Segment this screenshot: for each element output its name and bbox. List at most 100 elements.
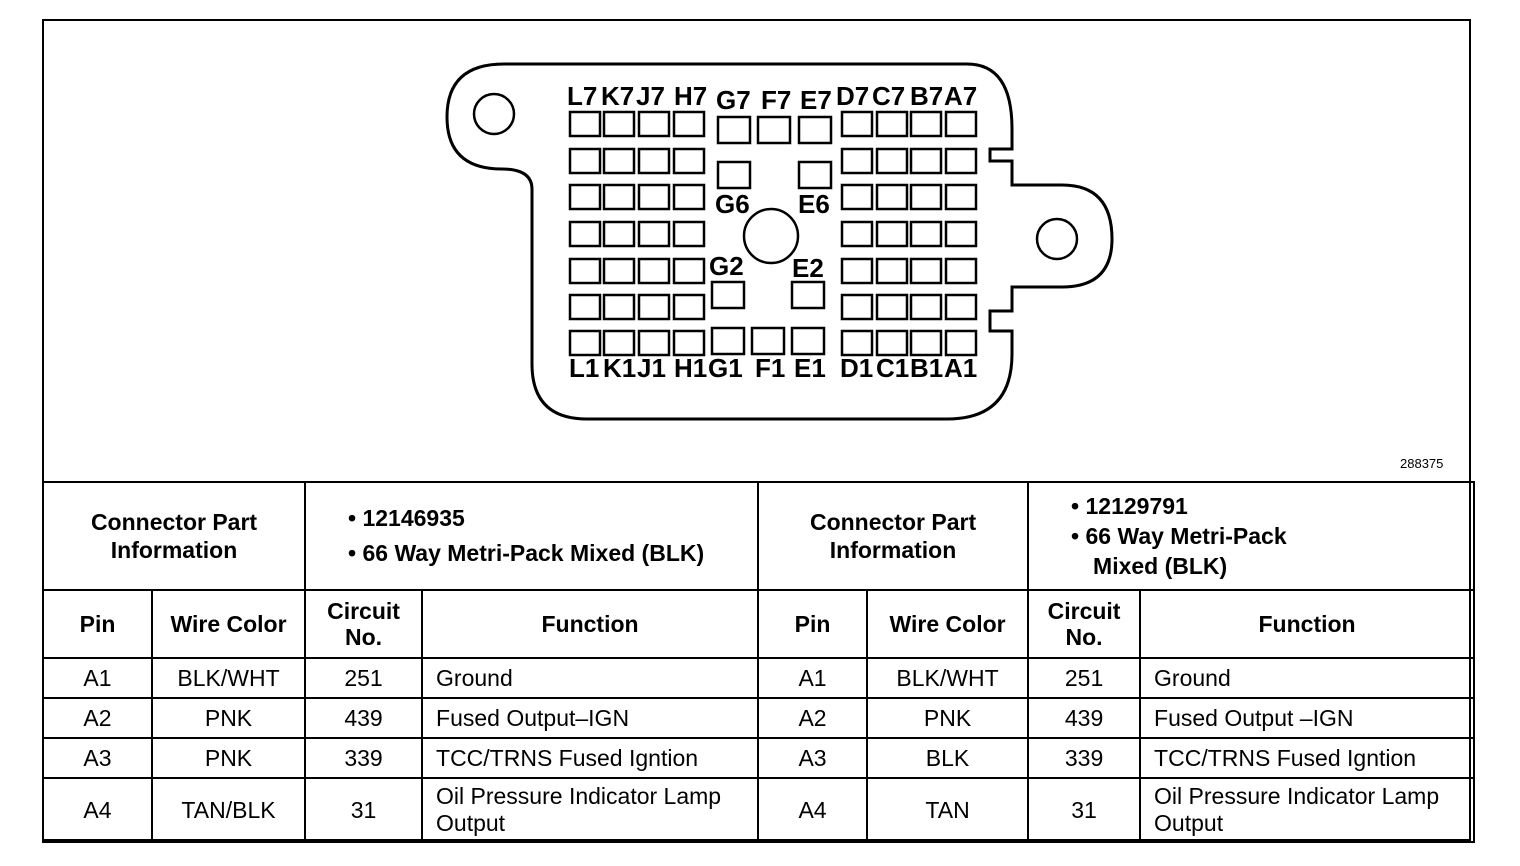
pin-cavity — [909, 329, 943, 357]
pin-cell: A4 — [42, 777, 153, 843]
pin-cavity — [909, 183, 943, 211]
pin-cavity — [716, 115, 752, 145]
pin-cavity — [875, 329, 909, 357]
column-header-row: Pin Wire Color Circuit No. Function Pin … — [42, 589, 1476, 659]
connector-info-label: Connector Part Information — [41, 481, 307, 591]
pin-cavity — [909, 147, 943, 175]
pin-label: D7 — [836, 81, 869, 111]
pin-labels: L7 K7 J7 H7 G7 F7 E7 D7 C7 B7 A7 L1 K1 J… — [567, 81, 977, 383]
function-cell: Ground — [421, 657, 760, 699]
pin-cavity — [840, 220, 874, 248]
pin-cavity — [637, 257, 671, 285]
connector-part-details: • 12129791 • 66 Way Metri-Pack Mixed (BL… — [1027, 481, 1476, 591]
pin-cavity — [875, 110, 909, 138]
part-description: • 66 Way Metri-Pack Mixed (BLK) — [1071, 523, 1287, 579]
pin-cavity — [875, 293, 909, 321]
pin-label: D1 — [840, 353, 873, 383]
pin-cavity — [637, 147, 671, 175]
circuit-cell: 31 — [304, 777, 424, 843]
connector-housing — [445, 62, 1114, 421]
pin-label: E1 — [794, 353, 826, 383]
pin-cavity — [756, 115, 792, 145]
pin-label: G1 — [708, 353, 743, 383]
connector-info-row: Connector Part Information • 12146935 • … — [41, 481, 1476, 591]
connector-info-label: Connector Part Information — [757, 481, 1030, 591]
pin-cavity — [602, 110, 636, 138]
col-circuit: Circuit No. — [304, 589, 424, 659]
pin-cavity — [875, 257, 909, 285]
pin-cavity — [602, 183, 636, 211]
pin-cavity — [790, 326, 826, 356]
pin-label: A7 — [944, 81, 977, 111]
pin-cavity — [672, 147, 706, 175]
circuit-cell: 439 — [304, 697, 424, 739]
figure-id: 288375 — [1400, 456, 1444, 471]
pin-cavity — [710, 280, 746, 310]
pin-cavity — [602, 329, 636, 357]
circuit-cell: 31 — [1027, 777, 1142, 843]
center-hole — [742, 207, 800, 265]
function-cell: TCC/TRNS Fused Igntion — [421, 737, 760, 779]
table-row: A1 BLK/WHT 251 Ground A1 BLK/WHT 251 Gro… — [42, 657, 1476, 699]
function-cell: Ground — [1139, 657, 1476, 699]
pin-label: H7 — [674, 81, 707, 111]
pin-cavity — [797, 160, 833, 190]
pin-label: J1 — [637, 353, 666, 383]
pin-cavity — [797, 115, 833, 145]
pin-cavity — [840, 147, 874, 175]
pin-cavity — [672, 110, 706, 138]
pin-cavity — [750, 326, 786, 356]
connector-diagram: L7 K7 J7 H7 G7 F7 E7 D7 C7 B7 A7 L1 K1 J… — [445, 62, 1114, 421]
pin-cavity — [568, 293, 602, 321]
wire-color-cell: PNK — [150, 737, 307, 779]
mounting-hole-left — [472, 92, 516, 136]
pin-cavity — [875, 147, 909, 175]
pin-label: F7 — [761, 85, 791, 115]
table-row: A4 TAN/BLK 31 Oil Pressure Indicator Lam… — [42, 777, 1476, 843]
pin-label: B7 — [910, 81, 943, 111]
function-cell: Fused Output–IGN — [421, 697, 760, 739]
pin-label: K7 — [601, 81, 634, 111]
pin-cavity — [909, 293, 943, 321]
function-cell: Oil Pressure Indicator Lamp Output — [421, 777, 760, 843]
col-wire-color: Wire Color — [150, 589, 307, 659]
col-pin: Pin — [757, 589, 869, 659]
pin-cavity — [875, 183, 909, 211]
pin-cavity — [637, 329, 671, 357]
part-description: • 66 Way Metri-Pack Mixed (BLK) — [348, 540, 705, 566]
table-row: A2 PNK 439 Fused Output–IGN A2 PNK 439 F… — [42, 697, 1476, 739]
pin-label: L1 — [569, 353, 599, 383]
connector-part-details: • 12146935 • 66 Way Metri-Pack Mixed (BL… — [304, 481, 760, 591]
pin-cavity — [672, 329, 706, 357]
function-cell: TCC/TRNS Fused Igntion — [1139, 737, 1476, 779]
table-row: A3 PNK 339 TCC/TRNS Fused Igntion A3 BLK… — [42, 737, 1476, 779]
function-cell: Fused Output –IGN — [1139, 697, 1476, 739]
pin-cavity — [875, 220, 909, 248]
pin-cavity — [568, 329, 602, 357]
pin-label: E7 — [800, 85, 832, 115]
pin-label: C1 — [876, 353, 909, 383]
pin-cavity — [602, 257, 636, 285]
pin-label: E2 — [792, 253, 824, 283]
pin-cavity — [909, 110, 943, 138]
pin-label: G7 — [716, 85, 751, 115]
pin-cavity — [944, 329, 978, 357]
pin-cavity — [672, 183, 706, 211]
pin-cavity — [790, 280, 826, 310]
circuit-cell: 439 — [1027, 697, 1142, 739]
circuit-cell: 251 — [1027, 657, 1142, 699]
pin-cavity — [637, 110, 671, 138]
wire-color-cell: BLK/WHT — [866, 657, 1030, 699]
pin-cavity — [716, 160, 752, 190]
pin-cavity — [944, 110, 978, 138]
pin-cavity — [602, 147, 636, 175]
pin-label: B1 — [910, 353, 943, 383]
circuit-cell: 339 — [304, 737, 424, 779]
pin-cavity — [637, 183, 671, 211]
circuit-cell: 339 — [1027, 737, 1142, 779]
col-wire-color: Wire Color — [866, 589, 1030, 659]
mounting-hole-right — [1035, 217, 1079, 261]
pin-label: E6 — [798, 189, 830, 219]
pin-cavity — [944, 257, 978, 285]
wire-color-cell: TAN/BLK — [150, 777, 307, 843]
